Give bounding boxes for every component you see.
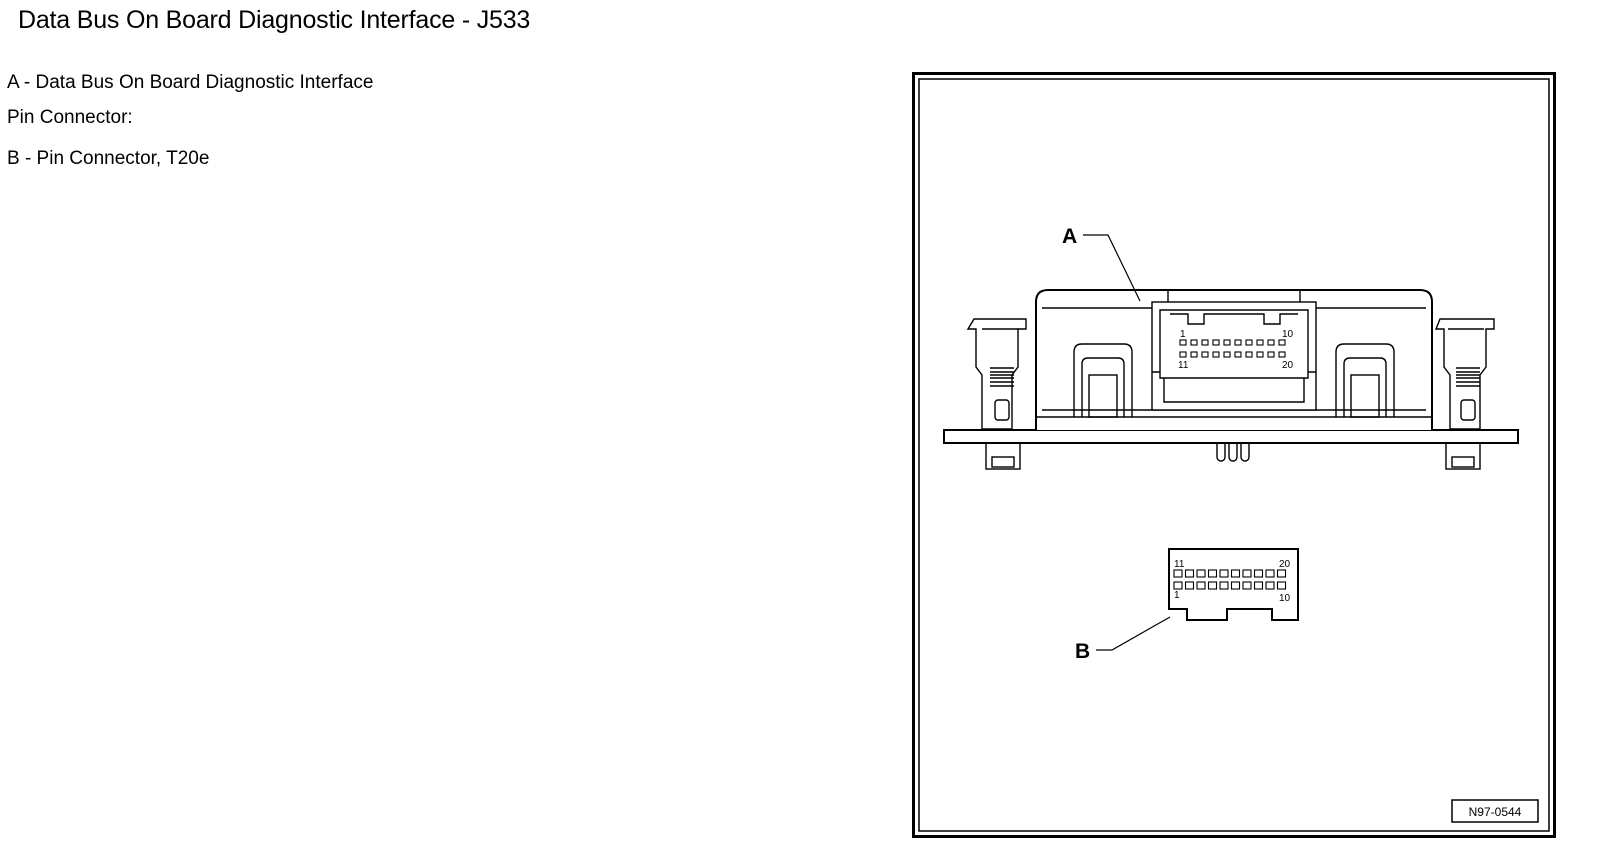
connector-pin-grid [1173, 569, 1287, 590]
pin-cavity [1201, 339, 1209, 346]
pin-cavity [1253, 581, 1264, 590]
right-mounting-clip [1434, 318, 1495, 430]
pin-cavity [1256, 351, 1264, 358]
legend-pin-connector-heading: Pin Connector: [7, 107, 133, 128]
callout-a: A [1062, 225, 1077, 248]
pin-cavity [1184, 581, 1195, 590]
reference-code-box [1451, 799, 1539, 823]
center-terminals [1216, 443, 1250, 462]
pin-cavity [1207, 581, 1218, 590]
pin-cavity [1256, 339, 1264, 346]
pin-cavity [1223, 351, 1231, 358]
legend-item-b: B - Pin Connector, T20e [7, 148, 210, 169]
module-socket [1151, 290, 1317, 411]
callout-a-leader [1083, 234, 1141, 302]
legend-item-a: A - Data Bus On Board Diagnostic Interfa… [7, 72, 374, 93]
callout-b-leader [1096, 616, 1171, 651]
diagram-svg: 1 10 11 20 A 11 20 1 10 B N97-0544 [912, 72, 1556, 838]
pin-cavity [1173, 569, 1183, 578]
pin-cavity [1212, 351, 1220, 358]
pin-cavity [1245, 351, 1253, 358]
pin-cavity [1201, 351, 1209, 358]
callout-b: B [1075, 640, 1090, 663]
pin-cavity [1267, 339, 1275, 346]
connector-pin-label-10: 10 [1279, 593, 1291, 604]
pin-cavity [1207, 569, 1218, 578]
pin-cavity [1230, 569, 1241, 578]
pin-cavity [1219, 569, 1229, 578]
pin-cavity [1276, 581, 1287, 590]
pin-cavity [1190, 339, 1198, 346]
module-pin-label-20: 20 [1282, 360, 1294, 371]
diagnostic-interface-module [943, 289, 1519, 470]
pin-cavity [1267, 351, 1275, 358]
pin-cavity [1196, 569, 1206, 578]
pin-cavity [1173, 581, 1183, 590]
left-foot [985, 442, 1021, 470]
connector-pin-label-1: 1 [1174, 590, 1180, 601]
module-pin-label-1: 1 [1180, 329, 1186, 340]
pin-cavity [1242, 569, 1252, 578]
diagram-figure: 1 10 11 20 A 11 20 1 10 B N97-0544 [912, 72, 1556, 838]
pin-cavity [1253, 569, 1264, 578]
right-foot [1445, 442, 1481, 470]
reference-code: N97-0544 [1469, 805, 1522, 819]
pin-cavity [1265, 569, 1275, 578]
module-pin-label-10: 10 [1282, 329, 1294, 340]
pin-cavity [1184, 569, 1195, 578]
pin-cavity [1196, 581, 1206, 590]
pin-cavity [1276, 569, 1287, 578]
figure-inner-frame [918, 78, 1550, 832]
pin-cavity [1219, 581, 1229, 590]
pin-cavity [1265, 581, 1275, 590]
pin-cavity [1278, 351, 1286, 358]
connector-pin-label-20: 20 [1279, 559, 1291, 570]
page-title: Data Bus On Board Diagnostic Interface -… [18, 6, 531, 34]
pin-cavity [1245, 339, 1253, 346]
left-mounting-clip [966, 318, 1027, 430]
figure-outer-frame [912, 72, 1556, 838]
mounting-plate [943, 429, 1519, 444]
pin-cavity [1179, 339, 1187, 346]
pin-cavity [1179, 351, 1187, 358]
pin-cavity [1278, 339, 1286, 346]
pin-cavity [1242, 581, 1252, 590]
pin-cavity [1234, 339, 1242, 346]
pin-cavity [1212, 339, 1220, 346]
connector-pin-label-11: 11 [1174, 559, 1185, 570]
pin-cavity [1230, 581, 1241, 590]
pin-cavity [1234, 351, 1242, 358]
pin-cavity [1190, 351, 1198, 358]
module-pin-label-11: 11 [1178, 360, 1189, 371]
pin-cavity [1223, 339, 1231, 346]
module-pin-grid [1179, 339, 1286, 358]
